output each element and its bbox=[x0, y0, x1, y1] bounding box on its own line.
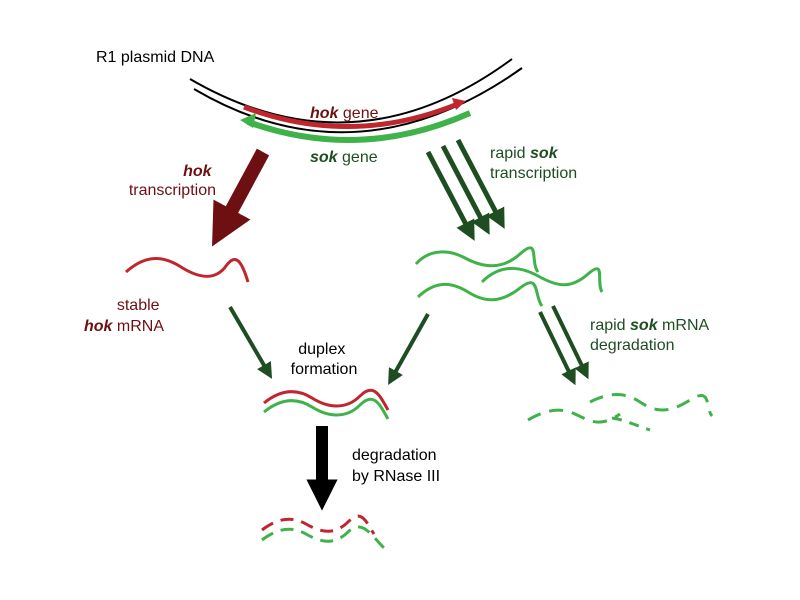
sok-mrna-waves bbox=[414, 246, 604, 307]
hok-mrna-wave bbox=[125, 257, 250, 283]
plasmid-label: R1 plasmid DNA bbox=[96, 49, 215, 66]
rnase-degradation-label: degradation by RNase III bbox=[352, 447, 441, 485]
duplex-formation-label: duplex formation bbox=[291, 341, 358, 378]
plasmid-strand-inner bbox=[193, 67, 523, 134]
sok-gene-arrowhead bbox=[240, 113, 256, 128]
plasmid-dna bbox=[189, 58, 523, 134]
hok-gene-arrowhead bbox=[452, 98, 466, 110]
sok-degradation-arrows bbox=[538, 305, 589, 386]
hok-gene-arrow bbox=[243, 100, 461, 129]
degraded-duplex-fragments bbox=[261, 514, 386, 550]
degraded-sok-fragments bbox=[527, 393, 714, 432]
sok-to-duplex-arrow bbox=[388, 313, 430, 385]
sok-transcription-arrows bbox=[425, 138, 505, 241]
hok-gene-label: hok gene bbox=[310, 105, 379, 122]
sok-gene-arrow bbox=[246, 110, 472, 143]
plasmid-strand-outer bbox=[189, 58, 513, 124]
hok-to-duplex-arrow bbox=[228, 305, 273, 379]
stable-hok-mrna-label: stable hok mRNA bbox=[84, 297, 164, 335]
sok-transcription-label: rapid sok transcription bbox=[490, 145, 577, 182]
sok-degradation-label: rapid sok mRNA degradation bbox=[590, 317, 713, 354]
duplex bbox=[263, 388, 390, 420]
hok-transcription-label: hok transcription bbox=[129, 163, 216, 199]
hok-transcription-arrow bbox=[212, 148, 270, 247]
sok-gene-label: sok gene bbox=[310, 149, 378, 166]
